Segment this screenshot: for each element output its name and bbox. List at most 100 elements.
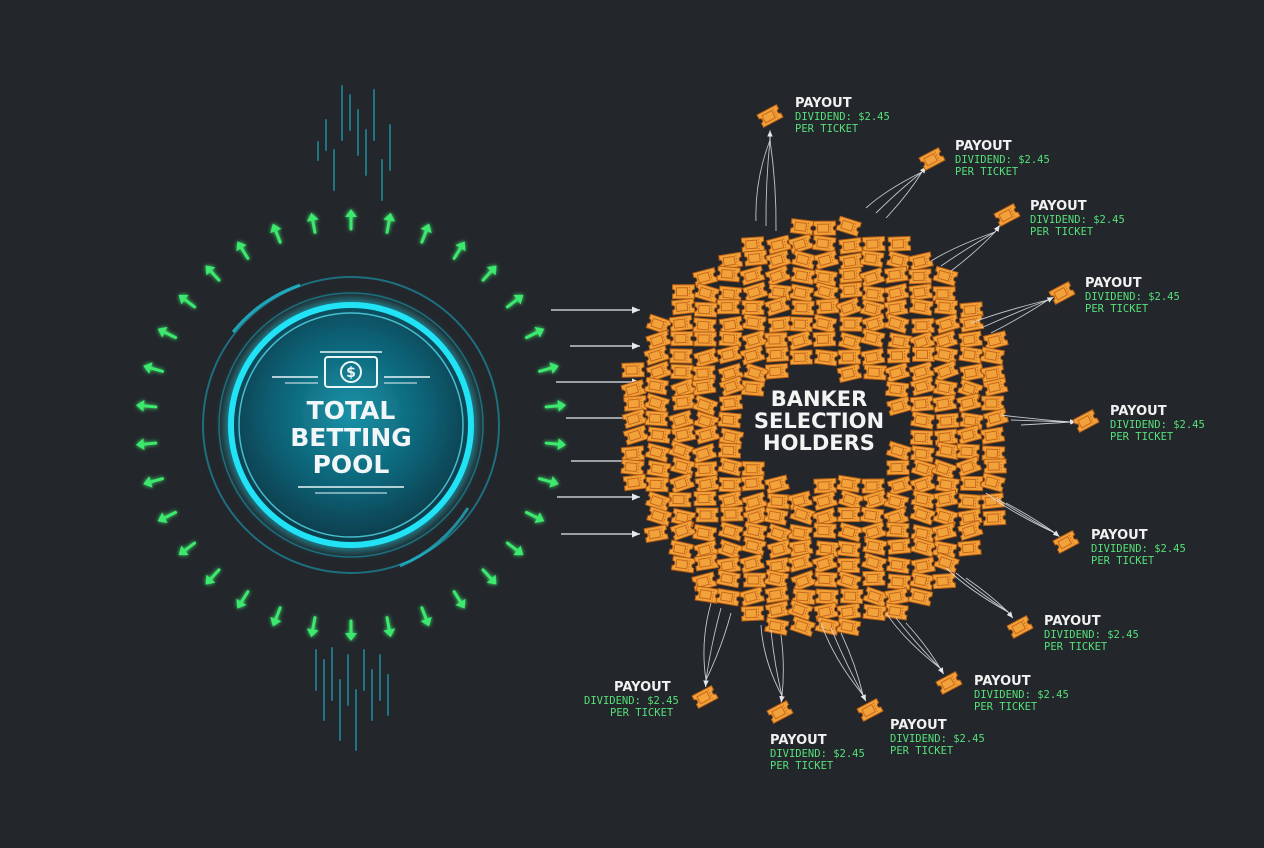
ticket-icon: [859, 328, 886, 348]
payout-dividend: DIVIDEND: $2.45: [795, 111, 890, 123]
green-arrow-icon: [524, 510, 545, 524]
ticket-icon: [935, 441, 961, 461]
ticket-icon: [908, 268, 932, 285]
payout-branch-line: [703, 602, 712, 681]
payout-per-ticket: PER TICKET: [1110, 431, 1174, 443]
ticket-icon: [741, 300, 765, 316]
ticket-icon: [909, 429, 934, 446]
ticket-icon: [815, 298, 840, 315]
ticket-icon: [981, 395, 1005, 411]
payout-branch-line: [990, 299, 1049, 334]
ticket-icon: [644, 410, 669, 427]
payout-branch-line: [995, 497, 1056, 534]
ticket-icon: [935, 412, 960, 430]
ticket-icon: [692, 523, 718, 543]
ticket-icon: [720, 506, 744, 522]
ticket-icon: [957, 539, 982, 557]
ticket-icon: [668, 472, 696, 494]
ticket-icon: [789, 615, 816, 638]
ticket-icon: [718, 476, 742, 493]
payout-branch-line: [905, 622, 941, 669]
payout-branch-line: [765, 139, 771, 227]
ticket-icon: [812, 331, 837, 348]
ticket-icon: [646, 505, 673, 527]
ticket-icon: [622, 473, 648, 492]
ticket-icon: [979, 472, 1006, 493]
ticket-icon: [982, 407, 1009, 429]
payout-title: PAYOUT: [890, 718, 947, 733]
ticket-icon: [835, 570, 862, 592]
payout-branch-line: [950, 231, 996, 272]
ticket-icon: [766, 700, 794, 724]
payout-title: PAYOUT: [1030, 199, 1087, 214]
green-arrow-icon: [505, 541, 524, 556]
ticket-icon: [620, 458, 645, 476]
total-betting-pool: $ TOTAL BETTING POOL: [202, 276, 500, 574]
ticket-icon: [741, 313, 767, 332]
payout-branch-line: [945, 567, 1009, 613]
ticket-icon: [790, 266, 816, 286]
ticket-icon: [764, 474, 790, 495]
ticket-icon: [930, 458, 958, 480]
ticket-icon: [643, 376, 670, 396]
ticket-icon: [886, 395, 913, 417]
green-arrow-icon: [236, 590, 250, 609]
green-arrow-icon: [306, 616, 319, 638]
payout-dividend: DIVIDEND: $2.45: [1044, 629, 1139, 641]
ticket-icon: [932, 360, 960, 382]
ticket-icon: [646, 459, 672, 479]
green-arrow-icon: [236, 241, 250, 260]
ticket-icon: [813, 522, 837, 539]
ticket-icon: [956, 424, 983, 445]
ticket-icon: [862, 603, 887, 622]
banker-selection-holders: BANKER SELECTION HOLDERS: [754, 387, 884, 455]
pool-title-line-3: POOL: [313, 450, 390, 479]
ticket-icon: [671, 284, 696, 300]
payout-branch-line: [955, 572, 1009, 613]
ticket-icon: [670, 555, 696, 574]
ticket-icon: [693, 331, 717, 347]
ticket-icon: [691, 377, 717, 396]
ticket-icon: [887, 538, 912, 555]
payout-per-ticket: PER TICKET: [955, 166, 1019, 178]
payout-title: PAYOUT: [974, 674, 1031, 689]
payout-branch-line: [865, 171, 923, 209]
ticket-icon: [643, 524, 669, 544]
payout-per-ticket: PER TICKET: [1085, 303, 1149, 315]
ticket-icon: [839, 588, 864, 605]
payout-branch-line: [705, 612, 732, 681]
pool-outer-ring: [202, 276, 500, 574]
green-arrow-icon: [178, 294, 197, 309]
ticket-icon: [837, 521, 864, 543]
payout-branch-line: [780, 634, 784, 697]
ticket-icon: [671, 298, 696, 316]
payout-branch-line: [985, 492, 1056, 534]
ticket-icon: [836, 474, 862, 494]
ticket-icon: [836, 540, 862, 558]
payout-branch-line: [769, 139, 777, 232]
pool-streaks: [315, 85, 391, 751]
green-arrow-icon: [345, 619, 357, 641]
payout-dividend: DIVIDEND: $2.45: [955, 154, 1050, 166]
ticket-icon: [694, 461, 718, 478]
ticket-icon: [837, 349, 862, 365]
payout-dividend: DIVIDEND: $2.45: [1110, 419, 1205, 431]
ticket-icon: [756, 104, 784, 128]
ticket-icon: [935, 671, 963, 695]
payout-per-ticket: PER TICKET: [770, 760, 834, 772]
ticket-icon: [715, 587, 741, 607]
ticket-icon: [980, 426, 1006, 445]
payout-dividend: DIVIDEND: $2.45: [1030, 214, 1125, 226]
payout-branches: [703, 130, 1077, 703]
white-arrow-icon: [1052, 530, 1060, 537]
ticket-icon: [886, 475, 913, 496]
ticket-icon: [886, 556, 911, 575]
inflow-arrow-ring: [135, 209, 567, 641]
payout-branch-line: [840, 632, 864, 696]
ticket-icon: [740, 474, 765, 492]
payout-title: PAYOUT: [614, 680, 671, 695]
ticket-icon: [887, 235, 912, 252]
ticket-icon: [717, 411, 742, 429]
